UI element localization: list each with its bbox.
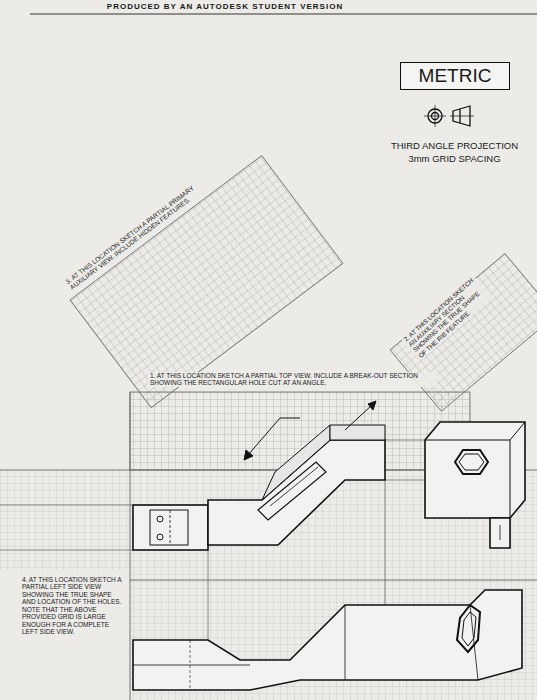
- instruction-note: 1. AT THIS LOCATION SKETCH A PARTIAL TOP…: [148, 372, 437, 387]
- auxiliary-grid: [70, 156, 343, 408]
- view-arrows: [244, 401, 376, 460]
- grid-note: 3mm GRID SPACING: [372, 154, 537, 165]
- projection-symbol: [424, 105, 474, 127]
- bottom-grid: [130, 580, 537, 700]
- projection-note: THIRD ANGLE PROJECTION: [372, 141, 537, 152]
- unit-label: METRIC: [419, 65, 492, 87]
- header-rule: [30, 14, 537, 15]
- bottom-view: [133, 590, 522, 690]
- watermark: PRODUCED BY AN AUTODESK STUDENT VERSION: [60, 2, 390, 11]
- front-view: [133, 425, 385, 550]
- right-side-view: [425, 422, 525, 548]
- unit-box: METRIC: [400, 62, 510, 90]
- section-grid: [390, 254, 537, 412]
- side-grid: [0, 470, 130, 570]
- instruction-note: 4. AT THIS LOCATION SKETCH A PARTIAL LEF…: [22, 576, 126, 636]
